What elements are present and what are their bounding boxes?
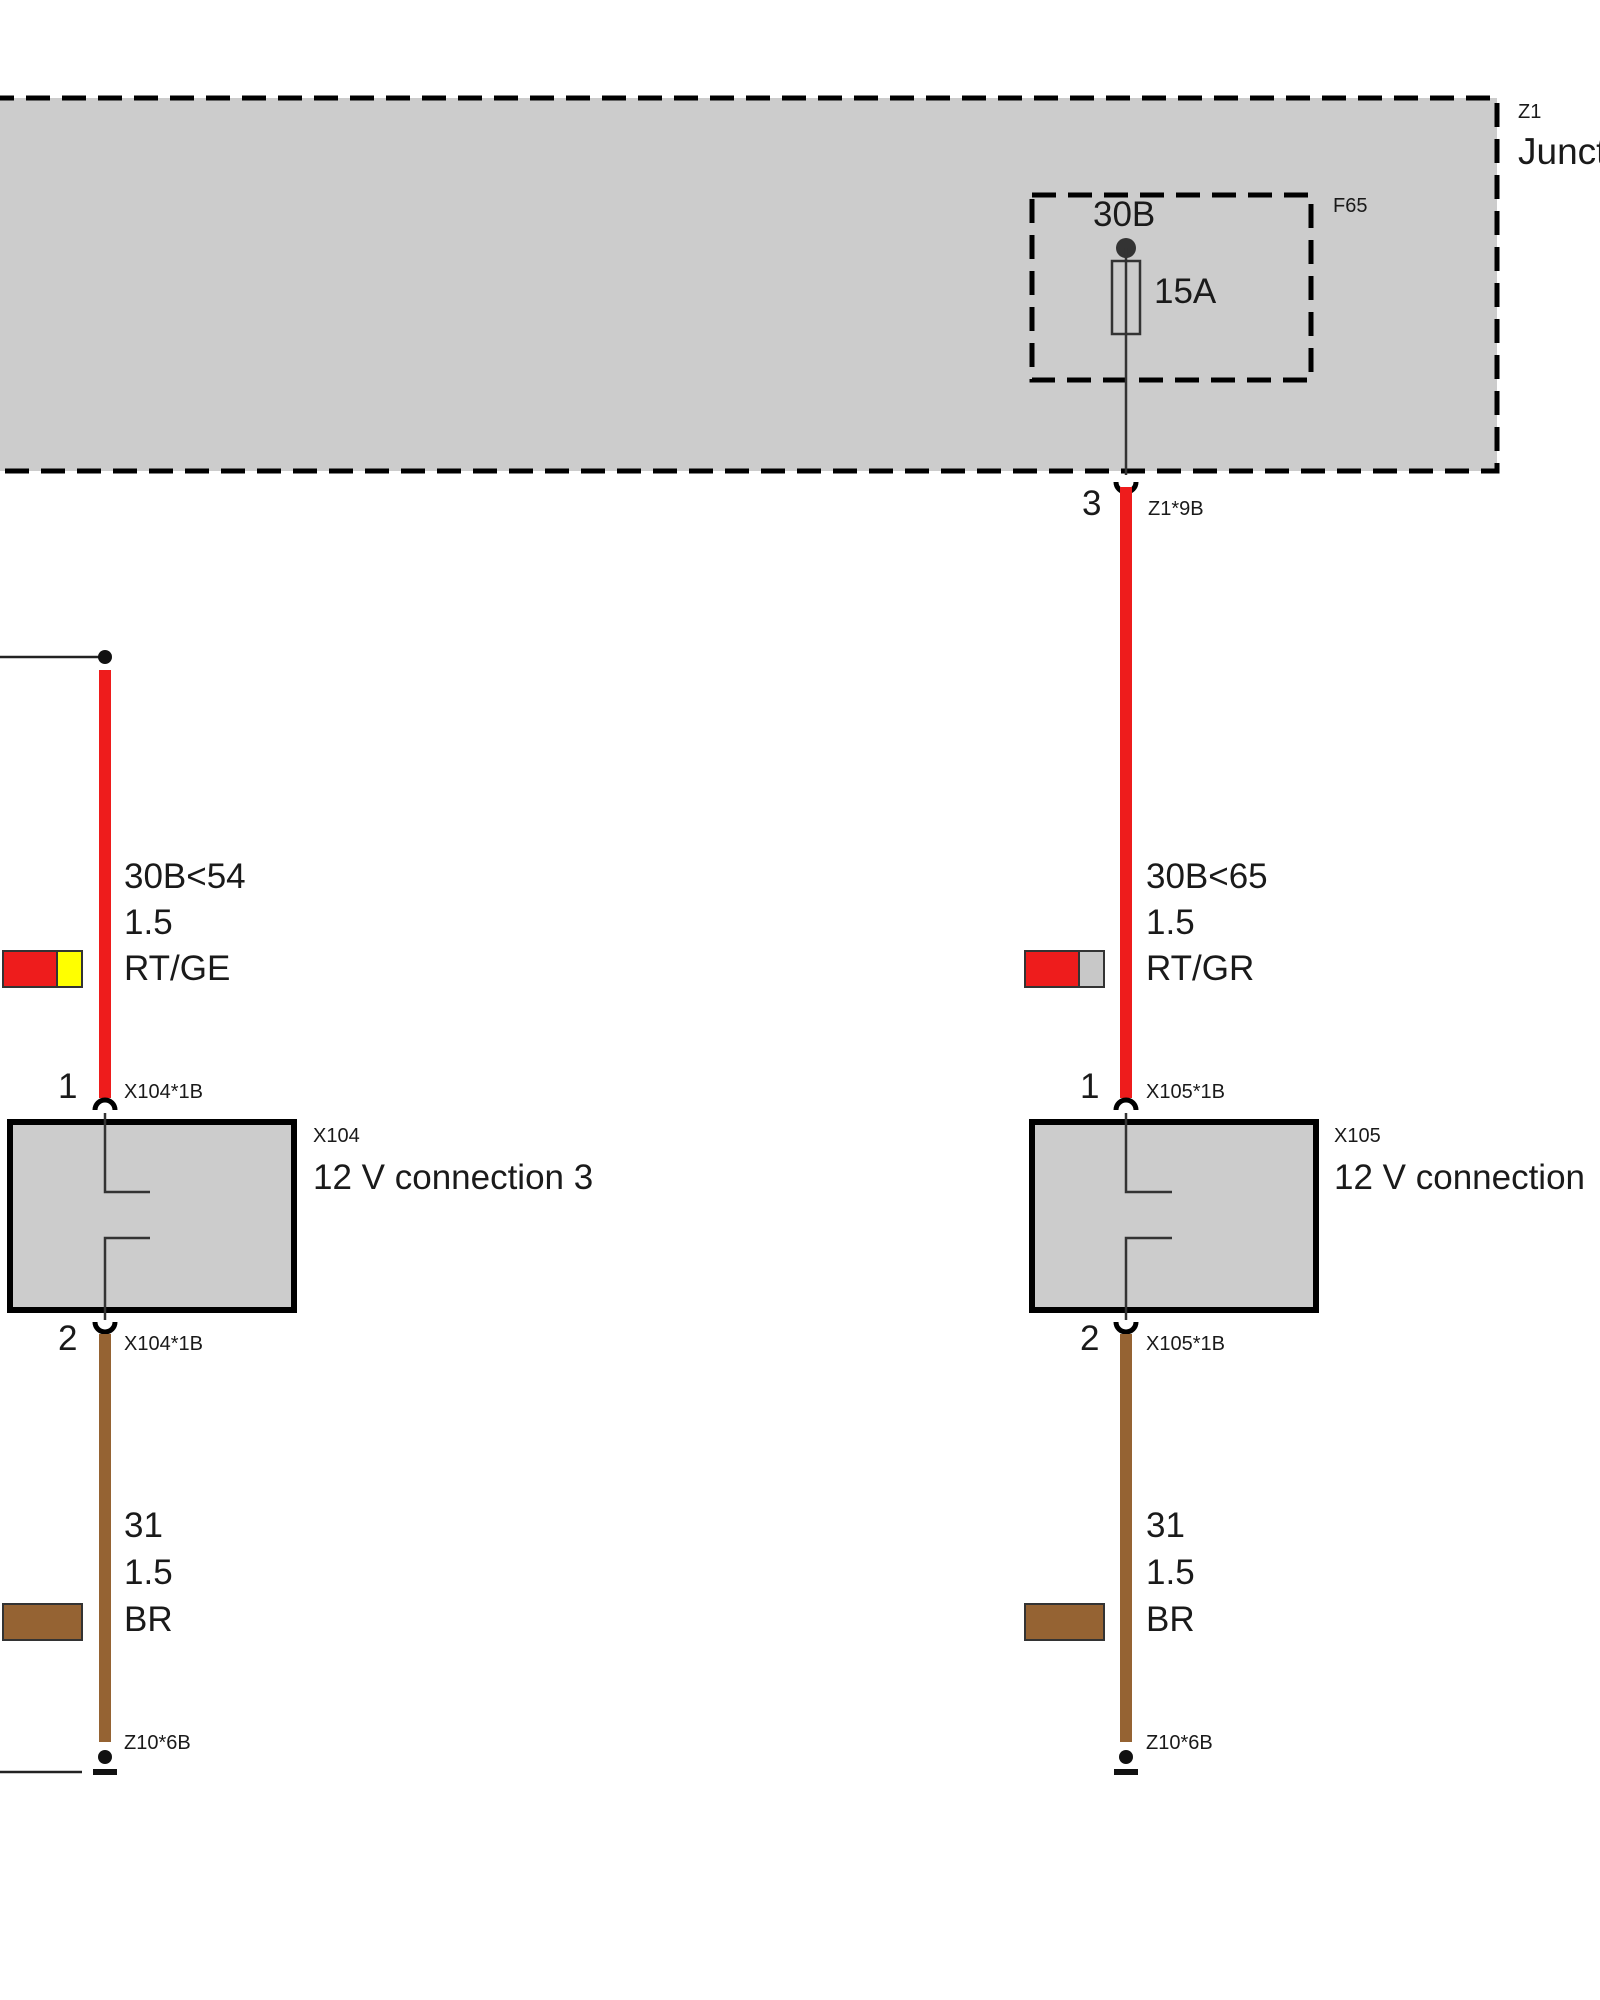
pin-top-number: 1 bbox=[1080, 1067, 1099, 1106]
socket-contact-bottom bbox=[103, 1236, 150, 1320]
fuse-housing bbox=[1029, 192, 1314, 383]
pin-bottom-connector: X104*1B bbox=[124, 1333, 203, 1355]
pin-bottom-connector: X105*1B bbox=[1146, 1333, 1225, 1355]
junction-box-id: Z1 bbox=[1518, 101, 1541, 123]
component-name: 12 V connection 3 bbox=[313, 1158, 593, 1197]
wire-signal: 30B<54 bbox=[124, 857, 246, 896]
fuse-f65: F65 30B 15A bbox=[1029, 192, 1367, 475]
ground-cross-section: 1.5 bbox=[124, 1553, 173, 1592]
pin-top-connector: X105*1B bbox=[1146, 1081, 1225, 1103]
ground-connector: Z10*6B bbox=[1146, 1732, 1213, 1754]
ground-connector: Z10*6B bbox=[124, 1732, 191, 1754]
wire-color-swatch-primary bbox=[1024, 950, 1080, 988]
pin-bottom-number: 2 bbox=[58, 1319, 77, 1358]
junction-box-name: Junct bbox=[1518, 131, 1600, 172]
pin-bottom-number: 2 bbox=[1080, 1319, 1099, 1358]
wire-cross-section: 1.5 bbox=[124, 903, 173, 942]
ground-color-swatch bbox=[2, 1603, 83, 1641]
ground-color-code: BR bbox=[1146, 1600, 1195, 1639]
junction-box-enclosure bbox=[0, 95, 1500, 474]
socket-contact-bottom bbox=[1124, 1236, 1172, 1320]
circuit-x105: 30B<65 1.5 RT/GR 1 X105*1B X105 12 V con… bbox=[1024, 487, 1585, 1775]
junction-box-z1: Z1 Junct F65 30B 15A 3 Z1*9B bbox=[0, 95, 1600, 523]
junction-output-pin: 3 bbox=[1082, 484, 1101, 523]
wire-color-swatch-secondary bbox=[56, 950, 83, 988]
splice-dot bbox=[98, 650, 112, 664]
circuit-x104: 30B<54 1.5 RT/GE 1 X104*1B X104 12 V con… bbox=[0, 650, 593, 1775]
junction-output-connector: Z1*9B bbox=[1148, 498, 1204, 520]
wire-cross-section: 1.5 bbox=[1146, 903, 1195, 942]
ground-point-dot bbox=[1119, 1750, 1133, 1764]
pin-top-connector-symbol bbox=[92, 1097, 118, 1111]
component-name: 12 V connection bbox=[1334, 1158, 1585, 1197]
wire-color-code: RT/GR bbox=[1146, 949, 1254, 988]
ground-color-swatch bbox=[1024, 1603, 1105, 1641]
component-body bbox=[1029, 1119, 1319, 1313]
ground-cross-section: 1.5 bbox=[1146, 1553, 1195, 1592]
socket-contact-top bbox=[103, 1113, 150, 1194]
component-id: X105 bbox=[1334, 1125, 1381, 1147]
pin-bottom-connector-symbol bbox=[92, 1321, 118, 1335]
socket-contact-top bbox=[1124, 1113, 1172, 1194]
component-id: X104 bbox=[313, 1125, 360, 1147]
pin-bottom-connector-symbol bbox=[1113, 1321, 1139, 1335]
wire-color-swatch-secondary bbox=[1078, 950, 1105, 988]
pin-top-connector-symbol bbox=[1113, 1097, 1139, 1111]
ground-point-dot bbox=[98, 1750, 112, 1764]
ground-signal: 31 bbox=[124, 1506, 163, 1545]
ground-signal: 31 bbox=[1146, 1506, 1185, 1545]
wire-signal: 30B<65 bbox=[1146, 857, 1268, 896]
pin-top-number: 1 bbox=[58, 1067, 77, 1106]
fuse-terminal-label: 30B bbox=[1093, 195, 1155, 234]
ground-color-code: BR bbox=[124, 1600, 173, 1639]
fuse-id: F65 bbox=[1333, 195, 1367, 217]
pin-top-connector: X104*1B bbox=[124, 1081, 203, 1103]
component-body bbox=[7, 1119, 297, 1313]
wire-color-swatch-primary bbox=[2, 950, 58, 988]
fuse-rating: 15A bbox=[1154, 272, 1217, 311]
wire-color-code: RT/GE bbox=[124, 949, 230, 988]
